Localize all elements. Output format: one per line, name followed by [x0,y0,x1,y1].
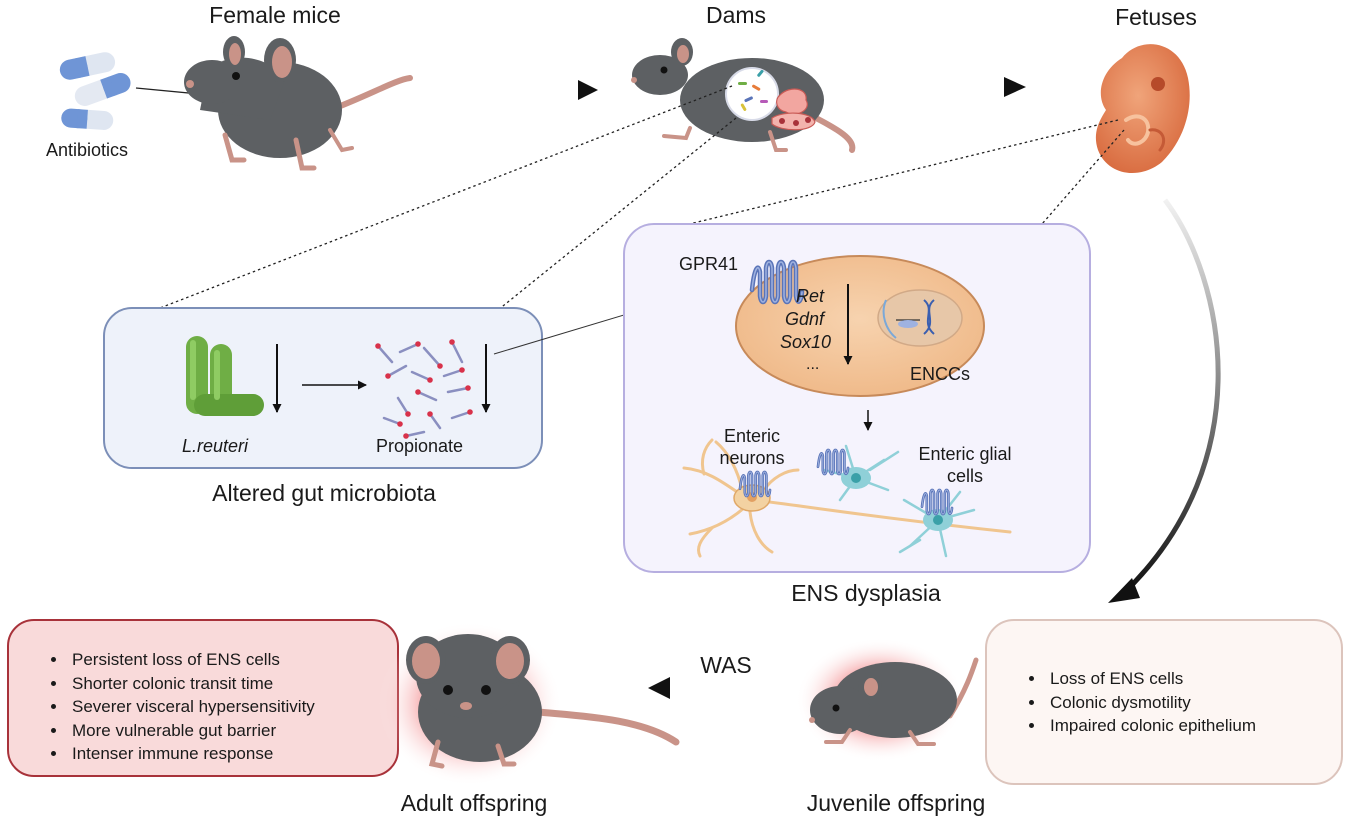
pill-icon [59,52,131,130]
rod-bacteria-icon [186,336,264,416]
adult-effects-list: Persistent loss of ENS cells Shorter col… [46,648,315,766]
mouse-icon [631,38,856,153]
gpcr-receptor-icon [816,448,850,476]
neurons-label-line1: Enteric [723,426,781,446]
bacteria-label: L.reuteri [182,436,249,456]
glia-label-line2: cells [946,466,984,486]
microbiota-panel-title: Altered gut microbiota [212,480,436,506]
mouse-icon [406,634,680,769]
dotted-connectors [159,85,1125,311]
gene-sox10: Sox10 [780,332,832,352]
arrow-fetus-to-juvenile [1123,198,1221,594]
gpcr-receptor-icon [920,488,954,516]
metabolite-label: Propionate [376,436,464,456]
microbiota-panel [103,307,543,469]
gene-ellipsis: ... [806,356,820,373]
glial-cell-icon [898,490,976,558]
antibiotics-label: Antibiotics [46,140,129,160]
fetus-icon [1095,44,1190,174]
gpcr-receptor-icon [738,470,772,498]
mouse-icon [184,36,413,171]
list-item: Severer visceral hypersensitivity [68,695,315,719]
adult-offspring-label: Adult offspring [400,790,548,816]
gpr41-label: GPR41 [679,254,739,274]
list-item: Colonic dysmotility [1046,691,1256,715]
neurons-label-line2: neurons [719,448,785,468]
ens-panel-title: ENS dysplasia [791,580,941,606]
juvenile-offspring-label: Juvenile offspring [806,790,986,816]
mouse-icon [809,657,979,746]
list-item: Intenser immune response [68,742,315,766]
glia-label-line1: Enteric glial [918,444,1012,464]
juvenile-effects-panel [985,619,1343,785]
gene-ret: Ret [796,286,825,306]
list-item: Impaired colonic epithelium [1046,714,1256,738]
dams-label: Dams [705,2,767,28]
list-item: Shorter colonic transit time [68,672,315,696]
gene-gdnf: Gdnf [785,309,825,329]
gpcr-receptor-icon [752,262,802,302]
list-item: Persistent loss of ENS cells [68,648,315,672]
encc-label: ENCCs [910,364,971,384]
list-item: Loss of ENS cells [1046,667,1256,691]
nucleus-dna-icon [877,289,963,347]
fetuses-label: Fetuses [1115,4,1197,30]
was-label: WAS [700,652,752,678]
juvenile-effects-list: Loss of ENS cells Colonic dysmotility Im… [1024,667,1256,738]
female-mice-label: Female mice [209,2,341,28]
list-item: More vulnerable gut barrier [68,719,315,743]
propionate-molecule-icon [376,340,472,438]
